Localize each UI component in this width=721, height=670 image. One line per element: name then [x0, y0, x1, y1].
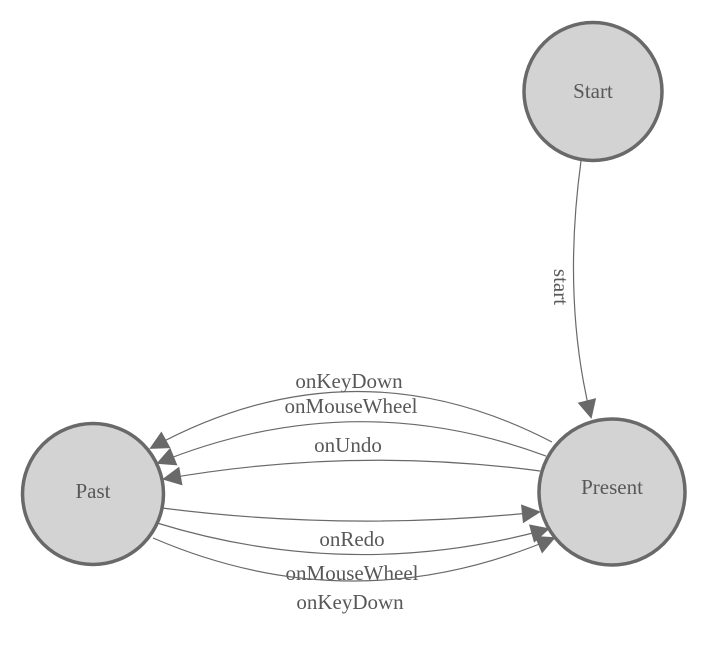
- state-node-start[interactable]: Start: [522, 20, 664, 163]
- transition-onkeydown-top-label: onKeyDown: [295, 369, 403, 393]
- transition-onkeydown-top: onKeyDown: [149, 369, 553, 449]
- transition-onkeydown-top-edge: [149, 390, 553, 449]
- transition-start-label: start: [549, 269, 573, 305]
- transition-onundo: onUndo: [162, 433, 541, 486]
- state-nodes: Start Present Past: [20, 20, 687, 567]
- transition-onmousewheel-top-label: onMouseWheel: [285, 394, 418, 418]
- transition-onkeydown-bottom: onKeyDown: [152, 535, 556, 614]
- transition-onkeydown-bottom-label: onKeyDown: [296, 590, 404, 614]
- transition-onmousewheel-top: onMouseWheel: [156, 394, 547, 466]
- state-node-past[interactable]: Past: [20, 421, 166, 567]
- transition-onundo-label: onUndo: [314, 433, 382, 457]
- transition-start: start: [549, 160, 597, 419]
- state-node-present-circle[interactable]: [537, 417, 687, 567]
- state-node-past-label: Past: [75, 479, 110, 503]
- state-node-start-label: Start: [573, 79, 613, 103]
- transition-onundo-edge: [162, 459, 541, 486]
- state-node-present[interactable]: Present: [537, 417, 687, 567]
- transition-onredo: onRedo: [161, 504, 541, 551]
- transition-onkeydown-bottom-edge: [152, 535, 556, 582]
- transition-onredo-label: onRedo: [319, 527, 384, 551]
- transition-onmousewheel-bottom-edge: [156, 522, 550, 556]
- state-node-present-label: Present: [581, 475, 643, 499]
- state-node-start-circle[interactable]: [522, 20, 664, 163]
- transition-start-edge: [572, 160, 597, 419]
- state-node-past-circle[interactable]: [20, 421, 166, 567]
- transition-edges: start onKeyDown onMouseWheel onUndo onRe…: [149, 160, 597, 614]
- transition-onredo-edge: [161, 504, 541, 524]
- transition-onmousewheel-top-edge: [156, 421, 547, 466]
